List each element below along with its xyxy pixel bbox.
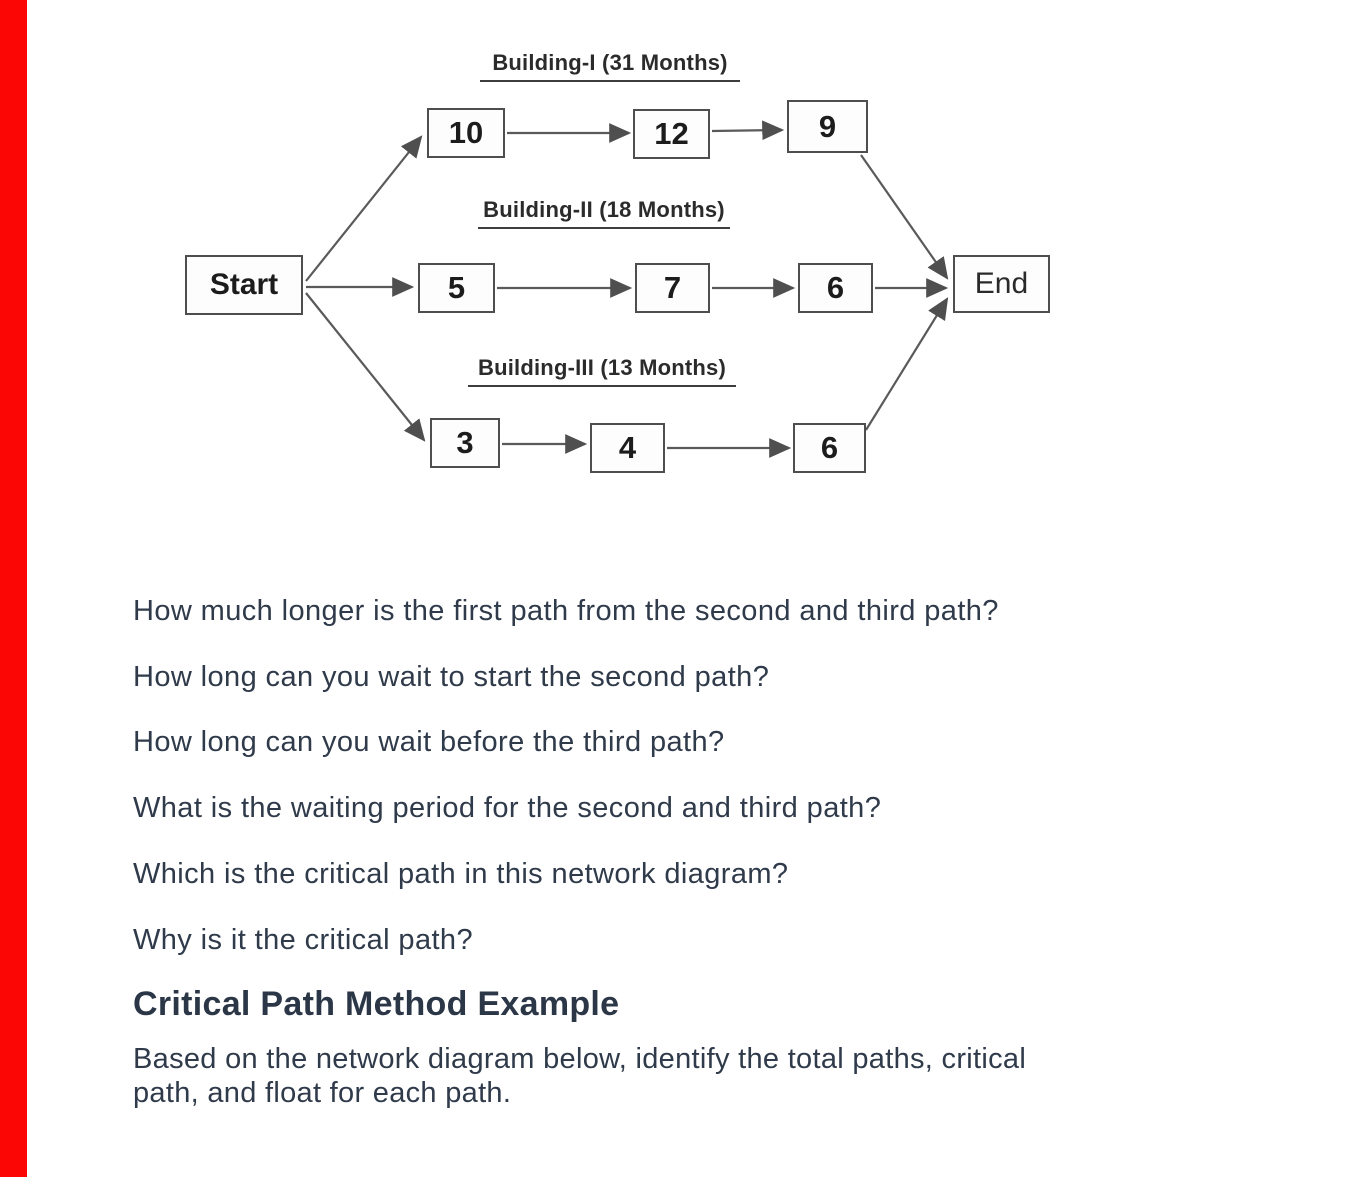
left-edge-red-stripe — [0, 0, 27, 1177]
network-diagram: Building-I (31 Months) Building-II (18 M… — [0, 0, 1348, 540]
diagram-arrows — [305, 120, 949, 458]
question-5: Which is the critical path in this netwo… — [133, 858, 789, 890]
node-6-middle: 6 — [798, 263, 873, 313]
node-3: 3 — [430, 418, 500, 468]
node-5: 5 — [418, 263, 495, 313]
path-title-building-1: Building-I (31 Months) — [480, 50, 740, 82]
node-10: 10 — [427, 108, 505, 158]
section-body-line-1: Based on the network diagram below, iden… — [133, 1043, 1027, 1075]
node-4: 4 — [590, 423, 665, 473]
question-2: How long can you wait to start the secon… — [133, 661, 770, 693]
question-6: Why is it the critical path? — [133, 924, 473, 956]
section-heading: Critical Path Method Example — [133, 985, 620, 1023]
path-title-building-2: Building-II (18 Months) — [478, 197, 730, 229]
section-body-line-2: path, and float for each path. — [133, 1077, 512, 1109]
arrow-6-to-end-bottom — [865, 297, 949, 431]
path-title-building-3: Building-III (13 Months) — [468, 355, 736, 387]
node-6-bottom: 6 — [793, 423, 866, 473]
arrow-9-to-end — [860, 154, 949, 280]
arrow-12-to-9 — [711, 120, 785, 141]
node-12: 12 — [633, 109, 710, 159]
question-3: How long can you wait before the third p… — [133, 726, 725, 758]
node-end: End — [953, 255, 1050, 313]
arrow-start-to-10 — [305, 135, 423, 282]
section-body: Based on the network diagram below, iden… — [133, 1042, 1026, 1110]
node-7: 7 — [635, 263, 710, 313]
node-start: Start — [185, 255, 303, 315]
question-1: How much longer is the first path from t… — [133, 595, 999, 627]
node-9: 9 — [787, 100, 868, 153]
arrow-start-to-3 — [305, 292, 426, 442]
question-4: What is the waiting period for the secon… — [133, 792, 882, 824]
